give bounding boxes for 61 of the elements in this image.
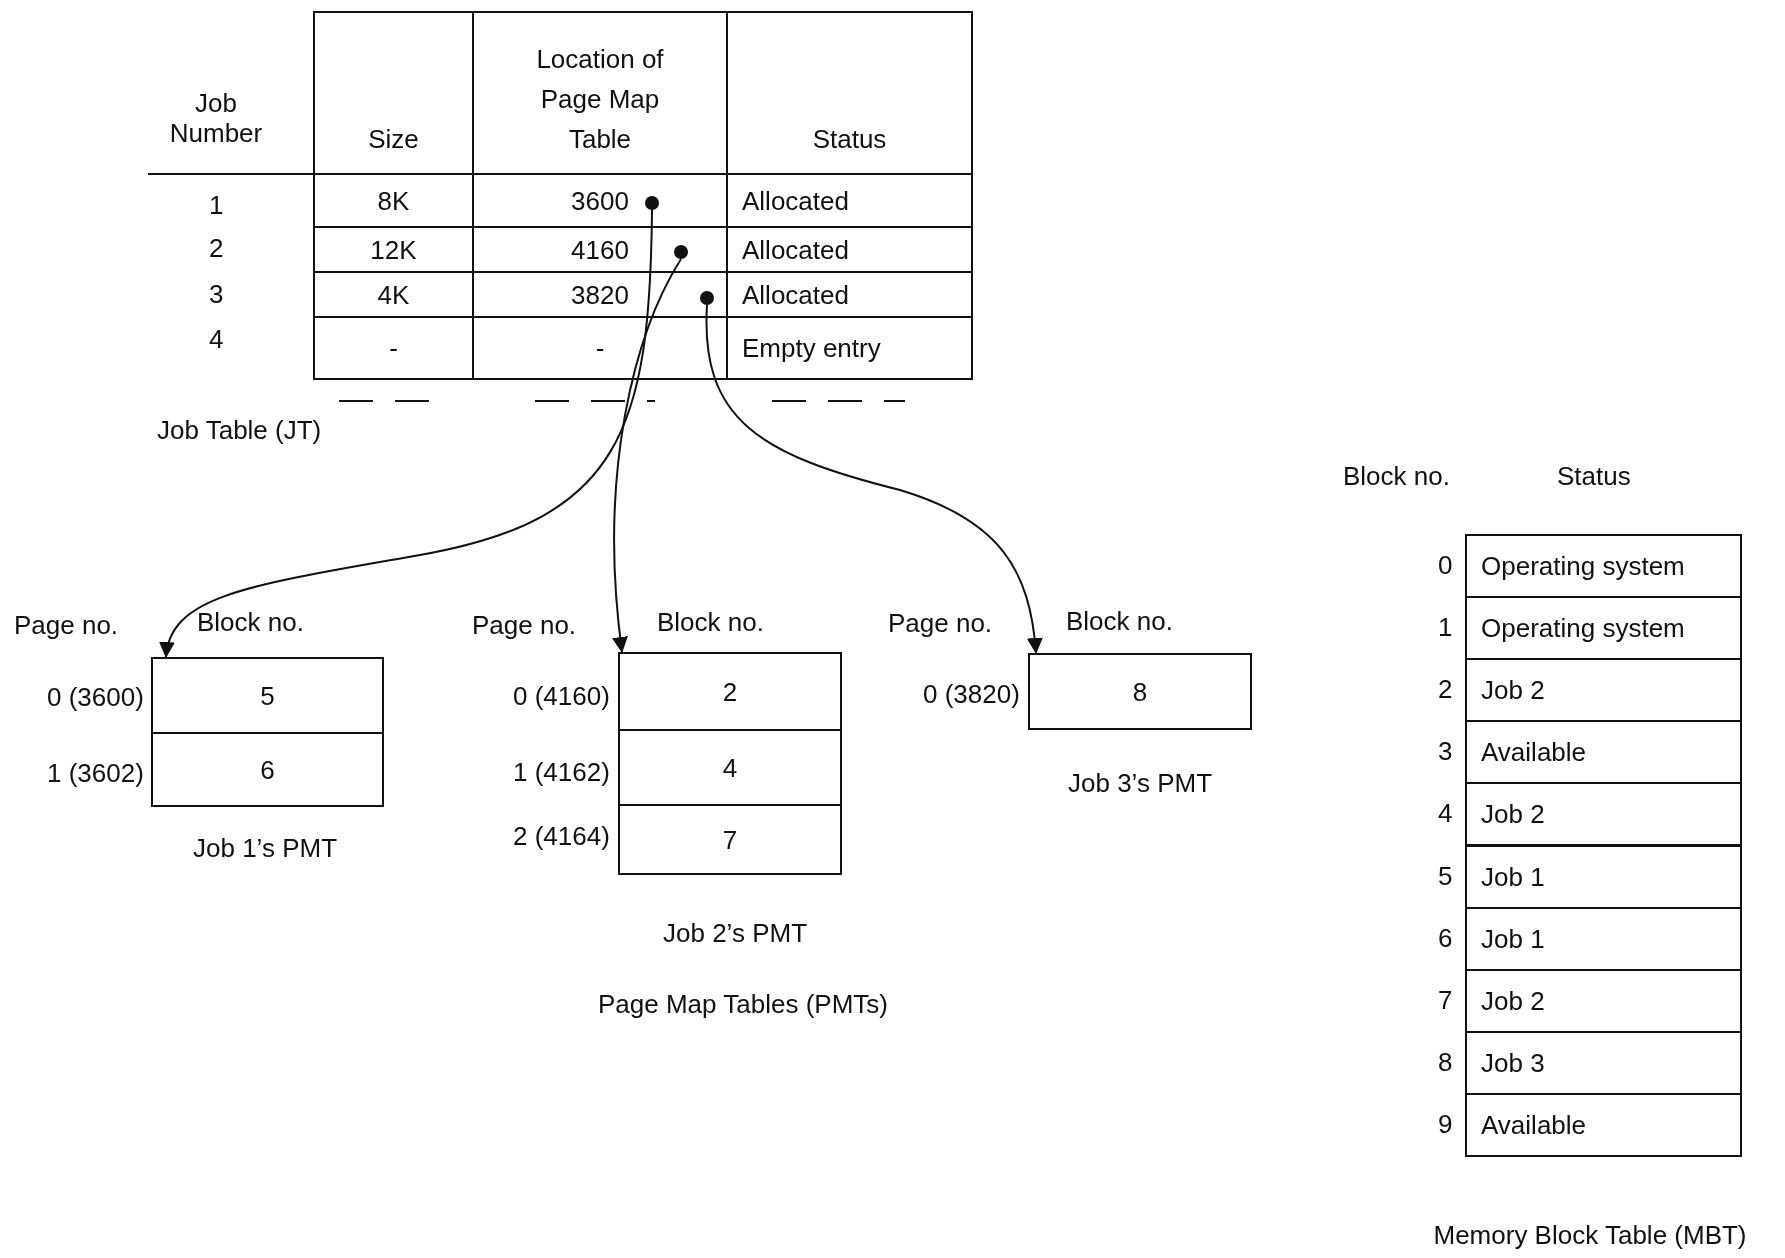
block-number: 8 <box>1438 1047 1453 1077</box>
pointer-dot <box>700 291 714 305</box>
column-header-text: Job Number <box>168 88 264 148</box>
header-cell: Status <box>726 11 973 175</box>
status-cell: Job 1 <box>1465 845 1742 909</box>
status-cell: Available <box>1465 1093 1742 1157</box>
status-cell: Job 1 <box>1465 907 1742 971</box>
status-cell: Available <box>1465 720 1742 784</box>
block-cell: 2 <box>618 652 842 731</box>
group-caption: Page Map Tables (PMTs) <box>598 989 888 1019</box>
block-number: 2 <box>1438 674 1453 704</box>
row-number: 4 <box>209 324 224 354</box>
page-number: 0 (3820) <box>923 679 1020 709</box>
row-number: 3 <box>209 279 224 309</box>
block-number: 6 <box>1438 923 1453 953</box>
pointer-dot <box>674 245 688 259</box>
block-cell: 7 <box>618 804 842 875</box>
column-header-text: Page no. <box>14 610 119 640</box>
arrow <box>612 258 682 653</box>
status-cell: Job 2 <box>1465 782 1742 846</box>
arrow <box>705 304 1043 654</box>
row-number: 2 <box>209 233 224 263</box>
header-cell: Size <box>313 11 474 175</box>
status-cell: Operating system <box>1465 596 1742 660</box>
column-header-text: Status <box>1557 461 1631 491</box>
table-cell: Empty entry <box>726 316 973 380</box>
block-cell: 8 <box>1028 653 1252 730</box>
row-number: 1 <box>209 190 224 220</box>
block-number: 5 <box>1438 861 1453 891</box>
table-caption: Job 2’s PMT <box>663 918 807 948</box>
column-header-text: Block no. <box>197 607 304 637</box>
block-number: 4 <box>1438 798 1453 828</box>
block-number: 7 <box>1438 985 1453 1015</box>
arrow <box>160 209 653 658</box>
table-caption: Job Table (JT) <box>157 415 322 445</box>
column-header-text: Block no. <box>657 607 764 637</box>
column-header-text: Block no. <box>1066 606 1173 636</box>
page-number: 1 (3602) <box>47 758 144 788</box>
page-number: 1 (4162) <box>513 757 610 787</box>
block-number: 1 <box>1438 612 1453 642</box>
page-number: 2 (4164) <box>513 821 610 851</box>
status-cell: Operating system <box>1465 534 1742 598</box>
block-number: 3 <box>1438 736 1453 766</box>
table-caption: Job 3’s PMT <box>1068 768 1212 798</box>
block-cell: 4 <box>618 729 842 806</box>
column-header-text: Page no. <box>888 608 993 638</box>
table-caption: Job 1’s PMT <box>193 833 337 863</box>
block-cell: 6 <box>151 732 384 807</box>
pointer-dot <box>645 196 659 210</box>
status-cell: Job 3 <box>1465 1031 1742 1095</box>
table-cell: - <box>313 316 474 380</box>
page-number: 0 (3600) <box>47 682 144 712</box>
column-header-text: Block no. <box>1343 461 1450 491</box>
status-cell: Job 2 <box>1465 658 1742 722</box>
block-number: 9 <box>1438 1109 1453 1139</box>
status-cell: Job 2 <box>1465 969 1742 1033</box>
block-number: 0 <box>1438 550 1453 580</box>
table-caption: Memory Block Table (MBT) <box>1433 1220 1747 1250</box>
page-number: 0 (4160) <box>513 681 610 711</box>
column-header-text: Page no. <box>472 610 577 640</box>
block-cell: 5 <box>151 657 384 734</box>
